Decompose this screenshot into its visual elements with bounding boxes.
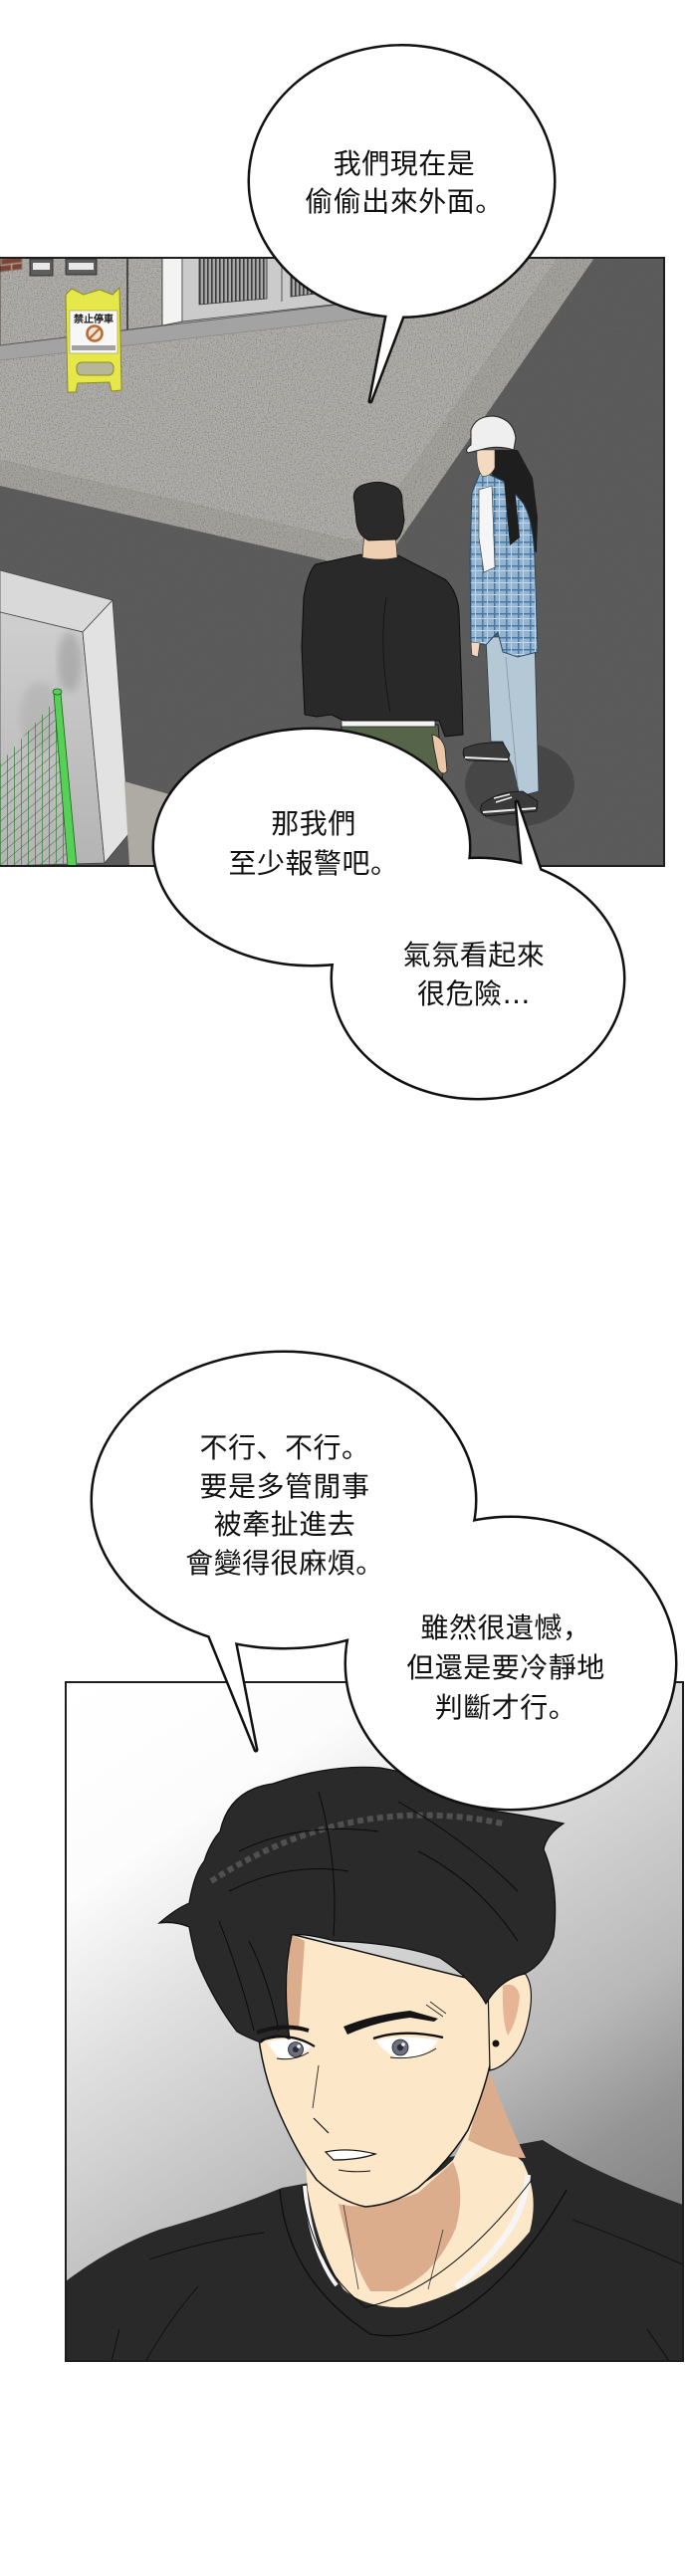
ear-inner: [502, 1984, 520, 2036]
woman-hair-front: [503, 468, 520, 545]
collar-inner-edge: [301, 2179, 533, 2308]
lower-lip: [338, 2169, 371, 2173]
sign-text: 禁止停車: [73, 313, 114, 325]
left-lower-lid: [276, 2051, 310, 2060]
bubble-line: 被牽扯進去: [213, 1508, 356, 1541]
woman-inner-tee: [478, 485, 496, 573]
brow-hatch: [425, 2001, 447, 2018]
fence-post-cap: [52, 688, 63, 696]
woman-face: [476, 449, 496, 477]
right-pupil: [396, 2043, 404, 2051]
shoe-sole-left: [464, 756, 509, 760]
no-parking-slash: [89, 327, 101, 339]
speech-bubble-3-text: 氣氛看起來 很危險…: [325, 936, 623, 1013]
hair-highlight: [209, 1812, 504, 1884]
left-brow: [256, 2025, 310, 2035]
speech-bubble-5-text: 雖然很遺憾， 但還是要冷靜地 判斷才行。: [356, 1609, 655, 1728]
nose: [313, 2117, 330, 2134]
left-eye-highlight: [297, 2044, 301, 2048]
green-mesh-fence: [0, 688, 78, 866]
neck-shadow: [339, 2162, 461, 2291]
ear: [487, 1969, 533, 2071]
speech-bubble-2-text: 那我們 至少報警吧。: [164, 804, 463, 884]
sweatshirt-folds: [111, 2219, 683, 2361]
bubble-line: 至少報警吧。: [228, 847, 399, 880]
bubble-line: 不行、不行。: [199, 1431, 370, 1464]
right-lower-lid: [389, 2047, 437, 2059]
bubble-fill: [93, 1353, 675, 1809]
face: [256, 1933, 499, 2208]
right-upper-lid: [372, 2032, 444, 2040]
electric-meters: [29, 258, 98, 277]
bubble-fill: [154, 730, 623, 1098]
jeans-seam: [505, 656, 519, 787]
bubble-line: 我們現在是: [333, 147, 476, 180]
panel-1-street-scene: 禁止停車: [0, 258, 664, 866]
speech-bubble-4-text: 不行、不行。 要是多管閒事 被牽扯進去 會變得很麻煩。: [135, 1429, 434, 1583]
mouth-teeth: [324, 2149, 378, 2161]
nose-bridge: [312, 2064, 320, 2109]
right-eye-highlight: [401, 2042, 405, 2046]
panel-2-closeup: [66, 1682, 683, 2361]
hair-strands: [218, 1791, 519, 2032]
collar-ring: [279, 2189, 568, 2337]
man-sweatshirt: [301, 553, 464, 738]
shoe-laces: [493, 793, 513, 803]
left-eye: [256, 2025, 316, 2060]
bubble-line: 偷偷出來外面。: [305, 184, 504, 218]
right-eye: [344, 2001, 447, 2059]
speech-bubble-2-3-merged: [151, 727, 626, 1101]
sign-blurred-text: [72, 345, 115, 350]
bubble-line: 要是多管閒事: [199, 1469, 370, 1503]
neck-shadow-right: [468, 2072, 526, 2158]
earring-icon: [492, 2039, 500, 2047]
bubble-line: 那我們: [271, 807, 356, 840]
bubble-line: 很危險…: [416, 977, 531, 1010]
left-pupil: [293, 2046, 299, 2052]
speech-bubble-1: [247, 44, 557, 404]
man-hair: [352, 481, 405, 541]
gate-grill-window: [198, 258, 268, 306]
woman-with-cap: [462, 415, 574, 826]
undershirt-collar-left: [303, 2185, 339, 2287]
bubble-line: 會變得很麻煩。: [185, 1546, 384, 1580]
bubble-line: 雖然很遺憾，: [420, 1611, 591, 1644]
face-shadow-strip: [284, 1934, 305, 2031]
white-pillar: [161, 258, 183, 326]
block-stain: [58, 632, 82, 692]
woman-shoe-left: [462, 742, 511, 762]
sign-cutout: [76, 361, 114, 376]
woman-hand: [470, 641, 481, 658]
bubble-line: 氣氛看起來: [402, 939, 546, 971]
woman-jeans: [485, 636, 540, 797]
speech-bubble-1-text: 我們現在是 偷偷出來外面。: [255, 145, 554, 220]
left-upper-lid: [260, 2036, 316, 2047]
man-hand: [431, 734, 448, 774]
bubble-fill: [250, 46, 554, 401]
shoe-sole-right: [482, 807, 537, 813]
no-parking-sign: 禁止停車: [65, 286, 122, 393]
right-brow: [344, 2011, 438, 2035]
woman-cap: [466, 415, 517, 454]
bubble-line: 但還是要冷靜地: [406, 1651, 605, 1684]
sweatshirt-fold: [382, 596, 391, 713]
speech-bubble-4-5-merged: [90, 1350, 678, 1812]
bubble-line: 判斷才行。: [434, 1691, 577, 1724]
